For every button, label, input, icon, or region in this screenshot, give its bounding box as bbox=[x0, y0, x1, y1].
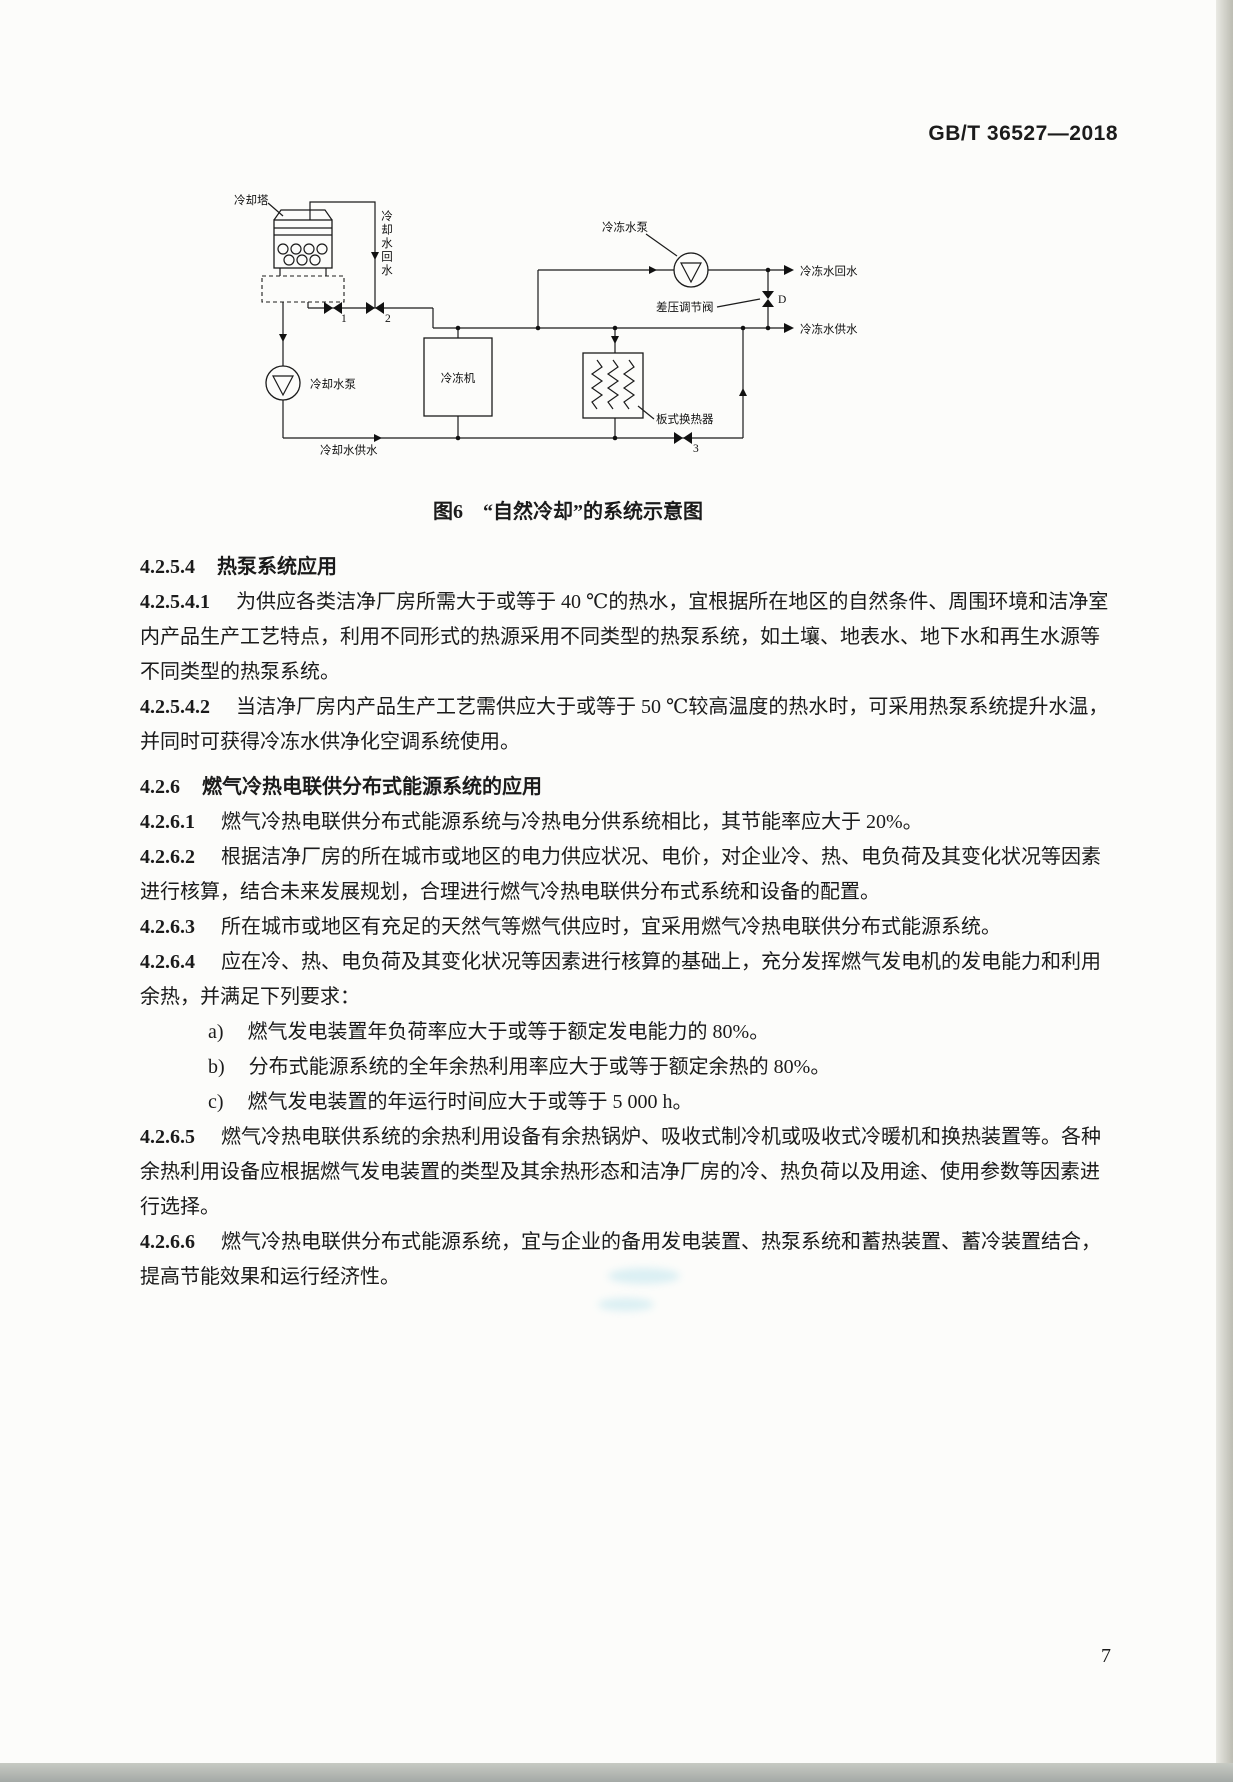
clause-number: 4.2.6.5 bbox=[140, 1126, 195, 1148]
clause-text: 燃气冷热电联供分布式能源系统，宜与企业的备用发电装置、热泵系统和蓄热装置、蓄冷装… bbox=[140, 1231, 1101, 1288]
valve-2-label: 2 bbox=[385, 313, 391, 325]
cooling-water-pump bbox=[265, 365, 301, 401]
plate-heat-exchanger bbox=[582, 352, 644, 419]
tower-basin bbox=[261, 275, 345, 303]
pipe-junctions bbox=[455, 267, 771, 441]
clause-4-2-6-1: 4.2.6.1 燃气冷热电联供分布式能源系统与冷热电分供系统相比，其节能率应大于 … bbox=[140, 805, 1118, 840]
clause-number: 4.2.5.4 bbox=[140, 556, 195, 578]
flow-arrows bbox=[279, 252, 794, 442]
page-number: 7 bbox=[1101, 1645, 1111, 1667]
cooling-water-supply-label: 冷却水供水 bbox=[320, 443, 378, 457]
list-text: 燃气发电装置年负荷率应大于或等于额定发电能力的 80%。 bbox=[247, 1021, 770, 1043]
clause-number: 4.2.5.4.1 bbox=[140, 591, 210, 613]
pressure-valve-leader bbox=[716, 298, 761, 308]
clause-heading-4-2-5-4: 4.2.5.4 热泵系统应用 bbox=[140, 550, 1118, 585]
list-item-a: a) 燃气发电装置年负荷率应大于或等于额定发电能力的 80%。 bbox=[140, 1015, 1118, 1050]
list-item-b: b) 分布式能源系统的全年余热利用率应大于或等于额定余热的 80%。 bbox=[140, 1050, 1118, 1085]
chiller-label: 冷冻机 bbox=[441, 371, 476, 385]
valve-1 bbox=[324, 302, 342, 314]
watermark-smudge bbox=[598, 1298, 654, 1311]
chiller: 冷冻机 bbox=[423, 337, 493, 417]
chilled-water-pump bbox=[673, 252, 709, 288]
valve-3 bbox=[674, 432, 692, 444]
cooling-tower-leader bbox=[267, 202, 284, 217]
clause-text: 当洁净厂房内产品生产工艺需供应大于或等于 50 ℃较高温度的热水时，可采用热泵系… bbox=[140, 696, 1109, 753]
clause-number: 4.2.6.2 bbox=[140, 846, 195, 868]
cooling-water-pump-label: 冷却水泵 bbox=[310, 378, 356, 391]
figure-caption: 图6 “自然冷却”的系统示意图 bbox=[433, 501, 703, 523]
figure-6: 冷冻机 bbox=[228, 190, 908, 465]
chilled-water-pump-leader bbox=[645, 233, 678, 257]
clause-text: 燃气冷热电联供分布式能源系统与冷热电分供系统相比，其节能率应大于 20%。 bbox=[221, 811, 923, 833]
list-marker: a) bbox=[208, 1021, 224, 1043]
valve-2 bbox=[366, 302, 384, 314]
clause-text: 所在城市或地区有充足的天然气等燃气供应时，宜采用燃气冷热电联供分布式能源系统。 bbox=[221, 916, 1001, 938]
scan-edge-bottom bbox=[0, 1763, 1233, 1782]
clause-number: 4.2.6.6 bbox=[140, 1231, 195, 1253]
valve-3-label: 3 bbox=[693, 443, 699, 455]
list-item-c: c) 燃气发电装置的年运行时间应大于或等于 5 000 h。 bbox=[140, 1085, 1118, 1120]
page-content: GB/T 36527—2018 bbox=[140, 0, 1118, 1295]
cooling-water-return-label: 冷却水回水 bbox=[380, 210, 393, 278]
scan-edge-right bbox=[1216, 0, 1233, 1782]
clause-number: 4.2.6.4 bbox=[140, 951, 195, 973]
clause-text: 根据洁净厂房的所在城市或地区的电力供应状况、电价，对企业冷、热、电负荷及其变化状… bbox=[140, 846, 1101, 903]
list-text: 分布式能源系统的全年余热利用率应大于或等于额定余热的 80%。 bbox=[248, 1056, 831, 1078]
list-text: 燃气发电装置的年运行时间应大于或等于 5 000 h。 bbox=[247, 1091, 693, 1113]
clause-heading-4-2-6: 4.2.6 燃气冷热电联供分布式能源系统的应用 bbox=[140, 770, 1118, 805]
clause-4-2-6-3: 4.2.6.3 所在城市或地区有充足的天然气等燃气供应时，宜采用燃气冷热电联供分布… bbox=[140, 910, 1118, 945]
list-marker: b) bbox=[208, 1056, 225, 1078]
clause-text: 应在冷、热、电负荷及其变化状况等因素进行核算的基础上，充分发挥燃气发电机的发电能… bbox=[140, 951, 1101, 1008]
cooling-tower bbox=[261, 209, 345, 303]
clause-title: 热泵系统应用 bbox=[217, 556, 337, 578]
valve-d-label: D bbox=[778, 294, 786, 306]
cooling-tower-label: 冷却塔 bbox=[234, 194, 269, 207]
plate-heat-exchanger-label: 板式换热器 bbox=[656, 412, 714, 426]
clause-number: 4.2.6.3 bbox=[140, 916, 195, 938]
standard-number: GB/T 36527—2018 bbox=[928, 122, 1118, 145]
clause-number: 4.2.6 bbox=[140, 776, 180, 798]
clause-text: 燃气冷热电联供系统的余热利用设备有余热锅炉、吸收式制冷机或吸收式冷暖机和换热装置… bbox=[140, 1126, 1101, 1218]
list-marker: c) bbox=[208, 1091, 224, 1113]
chilled-water-return-label: 冷冻水回水 bbox=[800, 264, 858, 278]
chilled-water-supply-label: 冷冻水供水 bbox=[800, 322, 858, 336]
clause-number: 4.2.6.1 bbox=[140, 811, 195, 833]
pressure-valve-label: 差压调节阀 bbox=[656, 300, 714, 314]
watermark-smudge bbox=[608, 1268, 680, 1284]
pipe-chilled-return bbox=[537, 269, 784, 328]
clause-title: 燃气冷热电联供分布式能源系统的应用 bbox=[202, 776, 542, 798]
valve-d bbox=[762, 291, 774, 307]
plate-heat-exchanger-leader bbox=[637, 405, 655, 420]
chilled-water-pump-label: 冷冻水泵 bbox=[602, 220, 648, 234]
clause-number: 4.2.5.4.2 bbox=[140, 696, 210, 718]
clause-text: 为供应各类洁净厂房所需大于或等于 40 ℃的热水，宜根据所在地区的自然条件、周围… bbox=[140, 591, 1109, 683]
system-diagram: 冷冻机 bbox=[234, 194, 858, 457]
valve-1-label: 1 bbox=[341, 313, 347, 325]
